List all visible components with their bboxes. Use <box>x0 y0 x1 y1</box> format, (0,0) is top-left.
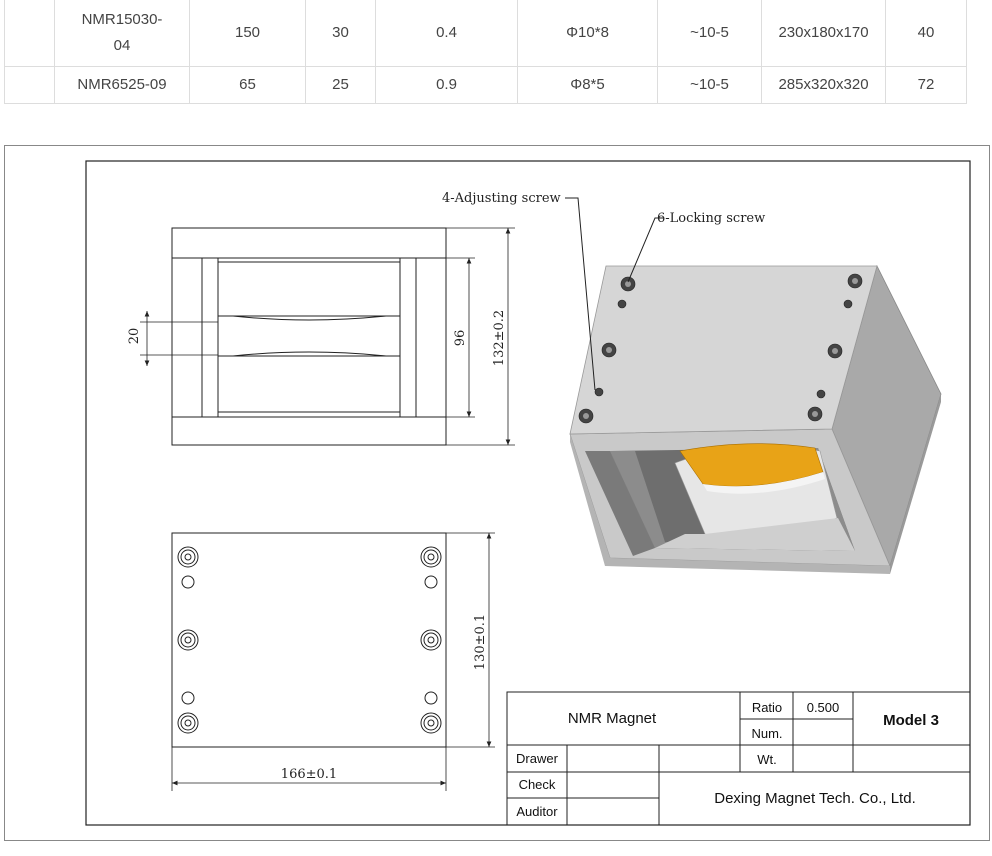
table-cell: 72 <box>885 66 967 104</box>
table-cell: 40 <box>885 0 967 67</box>
dim-plate-height-label: 130±0.1 <box>473 614 488 670</box>
table-cell: NMR15030-04 <box>54 0 190 67</box>
technical-drawing: 20 96 132±0.2 130±0.1 166±0.1 <box>4 145 990 841</box>
dim-plate-width-label: 166±0.1 <box>281 767 337 782</box>
table-cell: Φ8*5 <box>517 66 658 104</box>
table-cell: 0.9 <box>375 66 518 104</box>
title-block <box>506 691 971 826</box>
table-cell: ~10-5 <box>657 66 762 104</box>
drawing-canvas: 20 96 132±0.2 130±0.1 166±0.1 <box>85 160 971 826</box>
title-block-name: NMR Magnet <box>568 710 657 727</box>
table-cell: ~10-5 <box>657 0 762 67</box>
title-block-wt-label: Wt. <box>757 752 777 767</box>
front-view <box>140 227 515 446</box>
table-cell: Φ10*8 <box>517 0 658 67</box>
title-block-num-label: Num. <box>751 726 782 741</box>
table-cell: 230x180x170 <box>761 0 886 67</box>
title-block-check-label: Check <box>519 777 556 792</box>
title-block-model: Model 3 <box>883 712 939 729</box>
table-cell <box>4 66 55 104</box>
dim-outer-height-label: 132±0.2 <box>492 310 507 366</box>
table-cell: 65 <box>189 66 306 104</box>
table-row: NMR15030-04 150 30 0.4 Φ10*8 ~10-5 230x1… <box>4 0 967 67</box>
locking-screw-callout: 6-Locking screw <box>657 211 765 226</box>
title-block-ratio-label: Ratio <box>752 700 782 715</box>
title-block-ratio-value: 0.500 <box>807 700 840 715</box>
table-cell: NMR6525-09 <box>54 66 190 104</box>
title-block-company: Dexing Magnet Tech. Co., Ltd. <box>714 790 916 807</box>
title-block-drawer-label: Drawer <box>516 751 559 766</box>
table-cell: 25 <box>305 66 376 104</box>
dim-gap-label: 20 <box>127 328 142 345</box>
title-block-auditor-label: Auditor <box>516 804 558 819</box>
table-cell: 30 <box>305 0 376 67</box>
plate-view <box>171 532 495 791</box>
table-cell: 0.4 <box>375 0 518 67</box>
table-row: NMR6525-09 65 25 0.9 Φ8*5 ~10-5 285x320x… <box>4 66 967 104</box>
table-cell: 150 <box>189 0 306 67</box>
spec-table: NMR15030-04 150 30 0.4 Φ10*8 ~10-5 230x1… <box>4 0 967 104</box>
table-cell <box>4 0 55 67</box>
adjusting-screw-callout: 4-Adjusting screw <box>442 191 561 206</box>
dim-inner-height-label: 96 <box>453 330 468 347</box>
table-cell: 285x320x320 <box>761 66 886 104</box>
isometric-view <box>565 197 942 574</box>
